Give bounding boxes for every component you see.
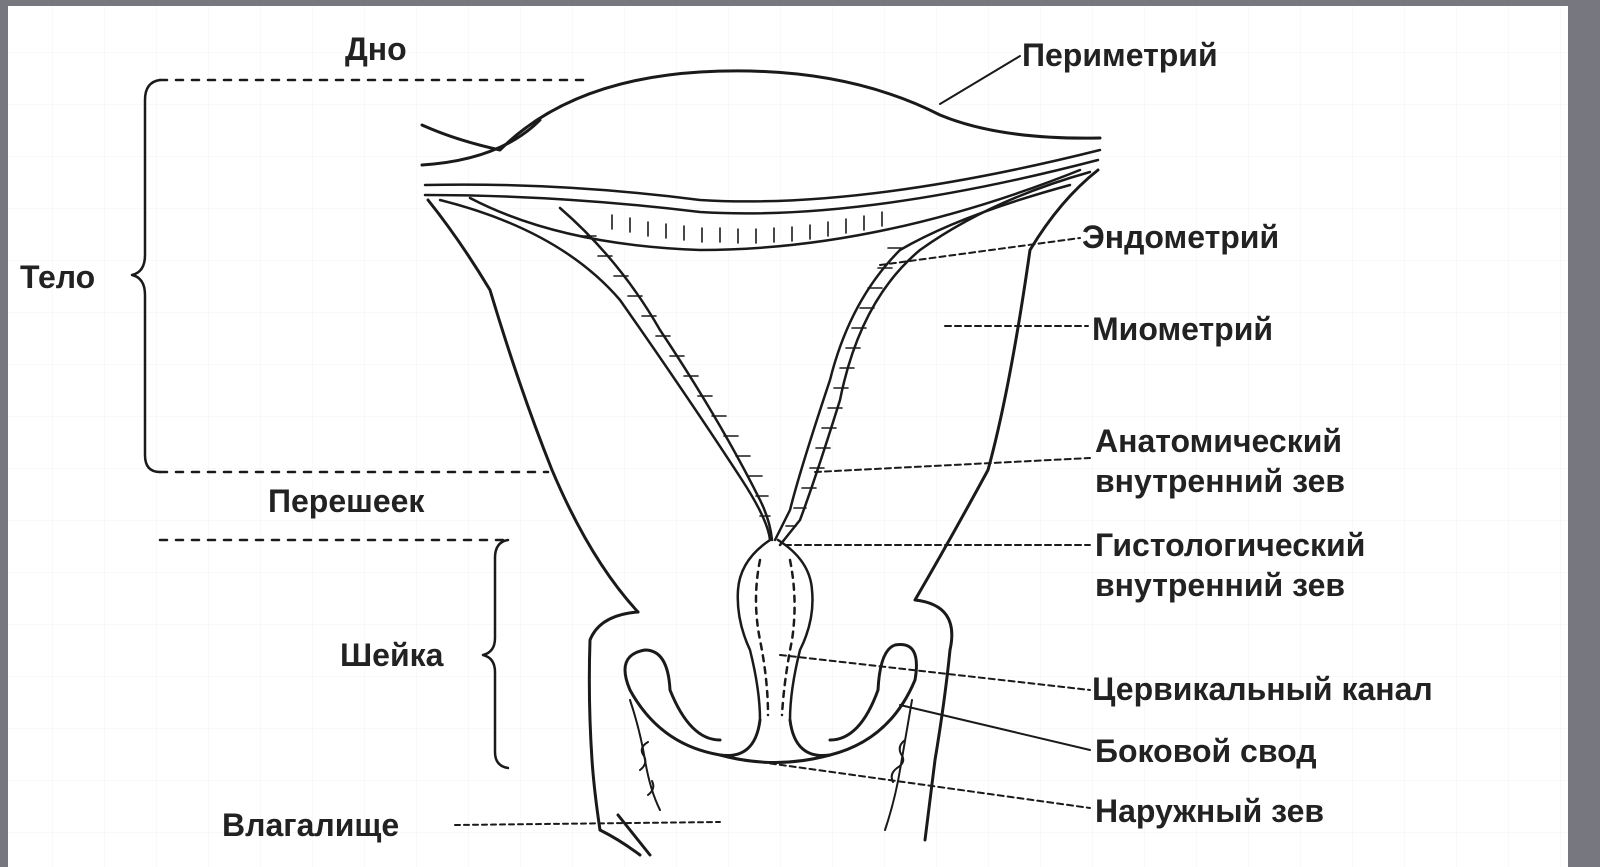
lateral-fornix-label: Боковой свод xyxy=(1095,733,1317,769)
anatomical-os-label-line2: внутренний зев xyxy=(1095,463,1345,499)
perimetrium-label: Периметрий xyxy=(1022,37,1218,73)
body-label: Тело xyxy=(20,259,95,295)
fundus-label: Дно xyxy=(345,31,407,67)
endometrium-label: Эндометрий xyxy=(1082,219,1279,255)
isthmus-label: Перешеек xyxy=(268,483,425,519)
histological-os-label-line1: Гистологический xyxy=(1095,527,1365,563)
external-os-label: Наружный зев xyxy=(1095,793,1324,829)
histological-os-label-line2: внутренний зев xyxy=(1095,567,1345,603)
cervix-label: Шейка xyxy=(340,637,444,673)
anatomical-os-label-line1: Анатомический xyxy=(1095,423,1342,459)
cervical-canal-label: Цервикальный канал xyxy=(1092,671,1433,707)
myometrium-label: Миометрий xyxy=(1092,311,1273,347)
vagina-label: Влагалище xyxy=(222,807,399,843)
